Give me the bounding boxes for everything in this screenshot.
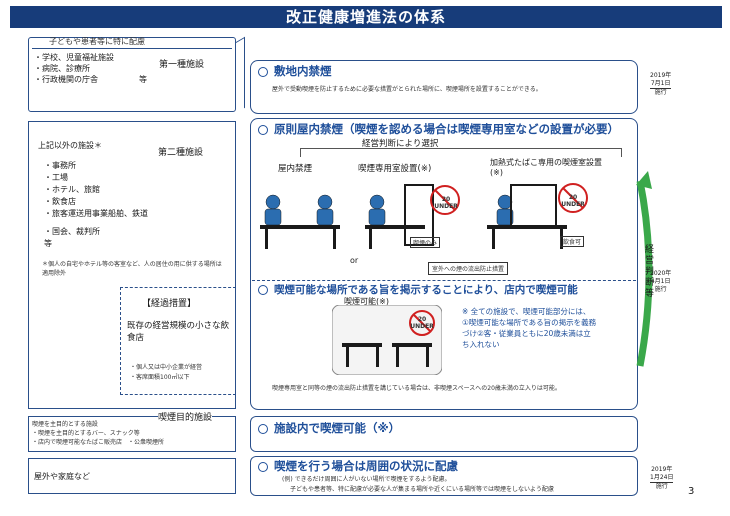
first-type-label: 第一種施設 <box>159 60 205 70</box>
circle-icon <box>258 66 268 77</box>
arrow-label: 経営判断等 <box>645 245 655 299</box>
others-label: 上記以外の施設＊ <box>38 141 102 150</box>
or-label: or <box>350 256 359 265</box>
smoking-purpose-item-3: ・店内で喫煙可能なたばこ販売店 ・公衆喫煙所 <box>32 439 165 446</box>
option-smoking-room: 喫煙専用室設置(※) <box>358 164 432 174</box>
first-item-3: ・行政機関の庁舎 <box>34 75 98 84</box>
smoke-only-label: 喫煙のみ <box>410 237 441 248</box>
second-item-4: ・飲食店 <box>44 197 76 206</box>
smoking-purpose-item-2: ・喫煙を主目的とするバー、スナック等 <box>32 430 140 437</box>
second-item-7: 等 <box>44 239 52 248</box>
management-arrow <box>636 171 653 367</box>
transition-note-2: ・客席面積100㎡以下 <box>130 374 190 381</box>
sign-1: 20 UNDER <box>434 196 458 210</box>
first-type-box: 子どもや患者等に特に配慮 ・学校、児童福祉施設 ・病院、診療所 ・行政機関の庁舎… <box>28 37 236 112</box>
section-3-head: 喫煙可能な場所である旨を掲示することにより、店内で喫煙可能 <box>258 282 578 297</box>
transition-note-1: ・個人又は中小企業が経営 <box>130 364 203 371</box>
second-item-1: ・事務所 <box>44 161 76 170</box>
smoking-purpose-label: 喫煙目的施設 <box>158 410 213 423</box>
smoking-allowed-illustration <box>332 305 442 375</box>
section-1-body: 屋外で受動喫煙を防止するために必要な措置がとられた場所に、喫煙場所を設置すること… <box>272 86 542 93</box>
outdoor-box <box>28 458 236 494</box>
eat-ok-label: 飲食可 <box>560 236 585 247</box>
transition-body: 既存の経営規模の小さな飲食店 <box>127 321 230 343</box>
section-5-body-1: (例) できるだけ周囲に人がいない場所で喫煙をするよう配慮。 <box>282 476 451 483</box>
section-3-body: 喫煙専用室と同等の煙の流出防止措置を講じている場合は、非喫煙スペースへの20歳未… <box>272 385 561 392</box>
second-item-3: ・ホテル、旅館 <box>44 185 100 194</box>
second-type-box <box>28 121 236 409</box>
section-1-box <box>250 60 638 114</box>
second-type-label: 第二種施設 <box>158 148 204 158</box>
transition-box <box>120 287 236 395</box>
first-item-1: ・学校、児童福祉施設 <box>34 53 114 62</box>
section-5-body-2: 子どもや患者等、特に配慮が必要な人が集まる場所や近くにいる場所等では喫煙をしない… <box>290 486 554 493</box>
section-3-sub: 喫煙可能(※) <box>344 297 389 306</box>
first-suffix: 等 <box>139 75 147 84</box>
second-item-6: ・国会、裁判所 <box>44 227 100 236</box>
outdoor-label: 屋外や家庭など <box>34 472 90 481</box>
option-heated-room: 加熱式たばこ専用の喫煙室設置(※) <box>490 158 602 177</box>
management-choice: 経営判断により選択 <box>362 139 439 149</box>
residence-exclusion-note: ＊個人の自宅やホテル等の客室など、人の居住の用に供する場所は適用除外 <box>42 261 222 277</box>
section-4-box <box>250 416 638 452</box>
special-consideration-note: 子どもや患者等に特に配慮 <box>49 37 145 46</box>
section-2-head: 原則屋内禁煙（喫煙を認める場合は喫煙専用室などの設置が必要） <box>258 121 619 137</box>
sign-3: 20 UNDER <box>410 316 434 330</box>
transition-title: 【経過措置】 <box>142 299 197 309</box>
sign-2: 20 UNDER <box>561 194 585 208</box>
first-item-2: ・病院、診療所 <box>34 64 90 73</box>
smoking-purpose-box <box>28 416 236 452</box>
circle-icon <box>258 423 268 434</box>
circle-icon <box>258 461 268 472</box>
section-1-head: 敷地内禁煙 <box>258 63 332 79</box>
page-title: 改正健康増進法の体系 <box>10 6 722 28</box>
leak-measure-label: 室外への煙の流出防止措置 <box>428 262 509 275</box>
section-4-head: 施設内で喫煙可能（※） <box>258 420 400 436</box>
people-illustration <box>260 183 588 249</box>
second-item-2: ・工場 <box>44 173 68 182</box>
section-5-box <box>250 456 638 496</box>
option-no-smoking: 屋内禁煙 <box>278 164 313 174</box>
section-3-note: ※ 全ての施設で、喫煙可能部分には、①喫煙可能な場所である旨の掲示を義務づけ②客… <box>462 307 597 349</box>
section-5-head: 喫煙を行う場合は周囲の状況に配慮 <box>258 458 458 474</box>
second-item-5: ・旅客運送用事業船舶、鉄道 <box>44 209 148 218</box>
smoking-purpose-item-1: 喫煙を主目的とする施設 <box>32 421 98 428</box>
circle-icon <box>258 285 268 295</box>
circle-icon <box>258 124 268 135</box>
page-number: 3 <box>688 486 695 497</box>
section-2-box <box>250 118 638 410</box>
